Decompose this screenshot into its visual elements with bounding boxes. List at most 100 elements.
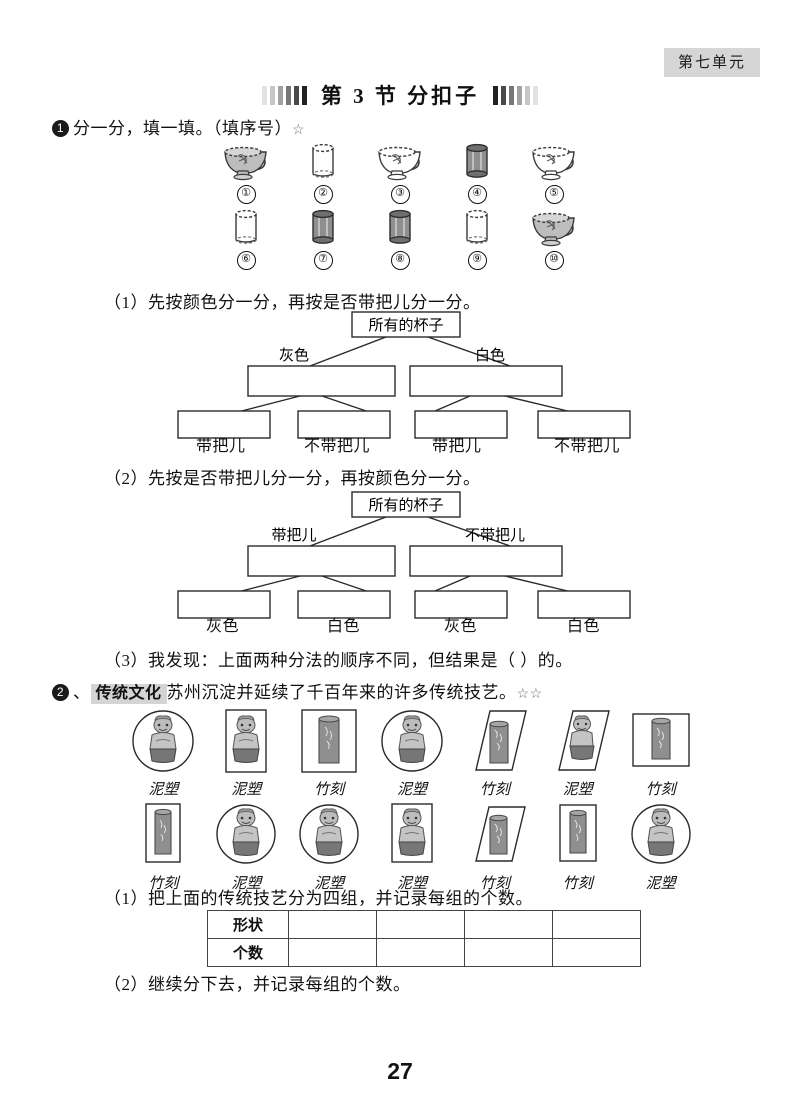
white-teacup-icon <box>372 138 428 184</box>
cup-item-9: ⑨ <box>446 204 508 270</box>
rect-frame-bamboo-icon <box>541 800 615 870</box>
cup-number: ⑦ <box>313 251 333 270</box>
shape-cell-2[interactable] <box>376 910 465 939</box>
craft-item: 泥塑 <box>536 706 619 799</box>
cup-row-1: ① ② <box>215 142 585 204</box>
tree2-level2-label-4: 白色 <box>567 618 601 635</box>
table-row: 形状 <box>207 910 641 939</box>
row-header-count: 个数 <box>207 938 289 967</box>
circle-frame-figurine-icon <box>292 800 366 870</box>
craft-label: 竹刻 <box>645 782 676 798</box>
craft-item: 泥塑 <box>122 706 205 799</box>
circle-frame-figurine-icon <box>126 706 200 776</box>
craft-label: 泥塑 <box>314 876 345 892</box>
count-cell-3[interactable] <box>464 938 553 967</box>
question-1-sub-1-label: （1）先按颜色分一分，再按是否带把儿分一分。 <box>104 293 481 312</box>
tree1-level1-label-1: 灰色 <box>279 347 309 364</box>
tree2-level2-label-1: 灰色 <box>206 618 240 635</box>
classification-tree-1: 所有的杯子 灰色 白色 <box>160 310 660 450</box>
shape-cell-3[interactable] <box>464 910 553 939</box>
craft-item: 竹刻 <box>288 706 371 799</box>
white-cylinder-icon <box>305 138 341 184</box>
gray-cylinder-icon <box>459 138 495 184</box>
question-2-marker: 2 <box>52 684 69 701</box>
white-teacup-icon <box>526 138 582 184</box>
count-cell-1[interactable] <box>288 938 377 967</box>
tree2-level1-label-1: 带把儿 <box>271 527 316 544</box>
tree1-level1-label-2: 白色 <box>475 347 505 364</box>
cup-number: ① <box>236 185 256 204</box>
gray-teacup-icon <box>218 138 274 184</box>
craft-row: 泥塑 泥塑 <box>122 706 702 799</box>
question-1-sub-2-label: （2）先按是否带把儿分一分，再按颜色分一分。 <box>104 469 481 488</box>
cup-item-10: ⑩ <box>523 204 585 270</box>
tree1-level2-label-1: 带把儿 <box>196 438 246 455</box>
parallelogram-frame-bamboo-icon <box>458 800 532 870</box>
craft-label: 泥塑 <box>645 876 676 892</box>
craft-item: 竹刻 <box>536 800 619 893</box>
count-cell-4[interactable] <box>552 938 641 967</box>
craft-label: 泥塑 <box>148 782 179 798</box>
cup-item-1: ① <box>215 138 277 204</box>
cup-item-7: ⑦ <box>292 204 354 270</box>
cup-item-6: ⑥ <box>215 204 277 270</box>
table-row: 个数 <box>207 938 641 967</box>
tree1-level2-label-2: 不带把儿 <box>304 438 371 455</box>
craft-item: 泥塑 <box>371 800 454 893</box>
cup-number: ⑧ <box>390 251 410 270</box>
tree1-root-label: 所有的杯子 <box>368 317 443 334</box>
culture-tag: 传统文化 <box>90 684 167 704</box>
question-2-sub-2-label: （2）继续分下去，并记录每组的个数。 <box>104 975 411 994</box>
white-cylinder-icon <box>228 204 264 250</box>
parallelogram-frame-bamboo-icon <box>458 706 532 776</box>
cup-item-2: ② <box>292 138 354 204</box>
cup-number: ⑩ <box>544 251 564 270</box>
question-2-text: 苏州沉淀并延续了千百年来的许多传统技艺。 <box>166 683 517 702</box>
record-table: 形状 个数 <box>207 910 641 967</box>
cup-number: ⑨ <box>467 251 487 270</box>
row-header-shape: 形状 <box>207 910 289 939</box>
question-1-sub-3-label: （3）我发现：上面两种分法的顺序不同，但结果是（ ）的。 <box>104 651 573 670</box>
cup-number: ② <box>313 185 333 204</box>
square-frame-bamboo-icon <box>292 706 366 776</box>
circle-frame-figurine-icon <box>375 706 449 776</box>
rect-frame-figurine-icon <box>375 800 449 870</box>
rect-frame-figurine-icon <box>209 706 283 776</box>
craft-label: 泥塑 <box>397 782 428 798</box>
craft-item: 泥塑 <box>205 800 288 893</box>
craft-label: 泥塑 <box>562 782 593 798</box>
craft-label: 竹刻 <box>148 876 179 892</box>
question-1-text: 分一分，填一填。（填序号） <box>73 119 292 138</box>
craft-item: 竹刻 <box>122 800 205 893</box>
shape-cell-1[interactable] <box>288 910 377 939</box>
craft-label: 竹刻 <box>314 782 345 798</box>
unit-label: 第七单元 <box>663 48 760 77</box>
parallelogram-frame-figurine-icon <box>541 706 615 776</box>
question-2-sub-1-label: （1）把上面的传统技艺分为四组，并记录每组的个数。 <box>104 889 533 908</box>
rect-frame-bamboo-icon <box>624 706 698 776</box>
gray-cylinder-icon <box>305 204 341 250</box>
gray-teacup-icon <box>526 204 582 250</box>
tree2-root-label: 所有的杯子 <box>368 497 443 514</box>
section-title: 第 3 节 分扣子 <box>320 84 480 108</box>
craft-grid-row-2: 竹刻 泥塑 <box>122 800 702 893</box>
cup-number: ⑤ <box>544 185 564 204</box>
cup-item-3: ③ <box>369 138 431 204</box>
craft-item: 竹刻 <box>453 800 536 893</box>
cup-number: ③ <box>390 185 410 204</box>
question-2-prefix: 、 <box>73 683 91 702</box>
craft-label: 竹刻 <box>562 876 593 892</box>
craft-item: 竹刻 <box>453 706 536 799</box>
craft-item: 泥塑 <box>371 706 454 799</box>
cup-grid: ① ② <box>215 142 585 274</box>
circle-frame-figurine-icon <box>209 800 283 870</box>
count-cell-2[interactable] <box>376 938 465 967</box>
cup-item-5: ⑤ <box>523 138 585 204</box>
difficulty-star: ☆ <box>292 123 306 138</box>
tree2-level1-label-2: 不带把儿 <box>465 527 525 544</box>
craft-item: 泥塑 <box>205 706 288 799</box>
title-bars-left-icon <box>261 85 307 105</box>
shape-cell-4[interactable] <box>552 910 641 939</box>
